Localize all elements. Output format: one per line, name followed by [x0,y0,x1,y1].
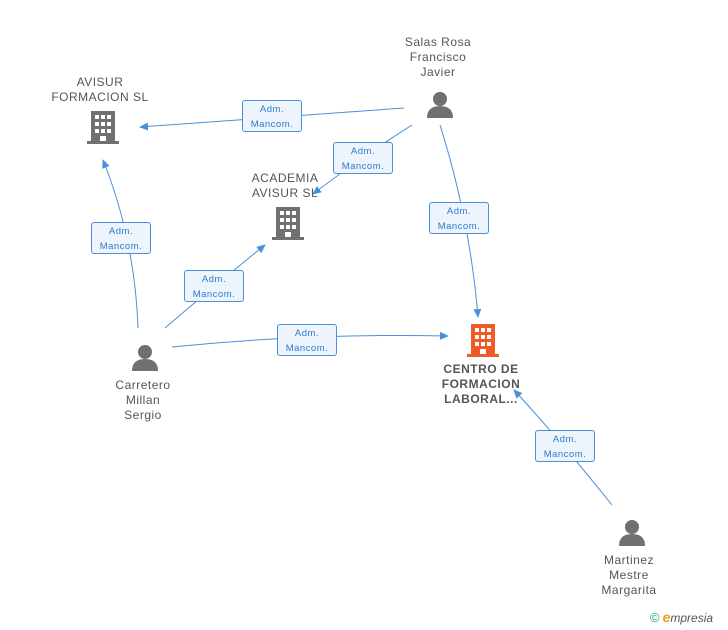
edge-label-line1: Adm. [294,328,320,339]
person-icon[interactable] [132,345,158,371]
node-label-salas[interactable]: Salas Rosa Francisco Javier [404,35,472,79]
edge-label-martinez-centro[interactable]: Adm. Mancom. [535,430,595,462]
edge-label-line2: Mancom. [437,221,481,232]
footer-brand[interactable]: ©empresia [650,609,713,625]
brand-logo: empresia [662,609,714,625]
edge-label-line2: Mancom. [341,161,385,172]
edge-label-line1: Adm. [201,274,227,285]
edge-label-line1: Adm. [259,104,285,115]
edge-label-line2: Mancom. [192,289,236,300]
edge-label-salas-avisur-formacion[interactable]: Adm. Mancom. [242,100,302,132]
person-icon[interactable] [619,520,645,546]
edge-label-line1: Adm. [108,226,134,237]
edge-label-salas-centro[interactable]: Adm. Mancom. [429,202,489,234]
person-icon[interactable] [427,92,453,118]
edge-label-line1: Adm. [552,434,578,445]
edge-label-salas-academia[interactable]: Adm. Mancom. [333,142,393,174]
edge-label-carretero-centro[interactable]: Adm. Mancom. [277,324,337,356]
edge-label-carretero-avisur-formacion[interactable]: Adm. Mancom. [91,222,151,254]
edge-label-line2: Mancom. [285,343,329,354]
copyright-icon: © [650,610,660,625]
edge-label-line2: Mancom. [99,241,143,252]
edge-label-line2: Mancom. [250,119,294,130]
building-icon[interactable] [87,111,119,144]
node-label-carretero[interactable]: Carretero Millan Sergio [115,378,171,422]
node-label-avisur-formacion[interactable]: AVISUR FORMACION SL [51,75,149,104]
edge-label-line2: Mancom. [543,449,587,460]
node-label-martinez[interactable]: Martinez Mestre Margarita [601,553,657,597]
edge-label-line1: Adm. [446,206,472,217]
brand-initial: e [662,609,671,625]
node-label-academia[interactable]: ACADEMIA AVISUR SL [251,171,319,200]
edge-label-line1: Adm. [350,146,376,157]
brand-rest: mpresia [670,611,714,625]
building-icon[interactable] [272,207,304,240]
building-icon-main[interactable] [467,324,499,357]
node-label-centro[interactable]: CENTRO DE FORMACION LABORAL... [441,362,521,406]
edge-label-carretero-academia[interactable]: Adm. Mancom. [184,270,244,302]
